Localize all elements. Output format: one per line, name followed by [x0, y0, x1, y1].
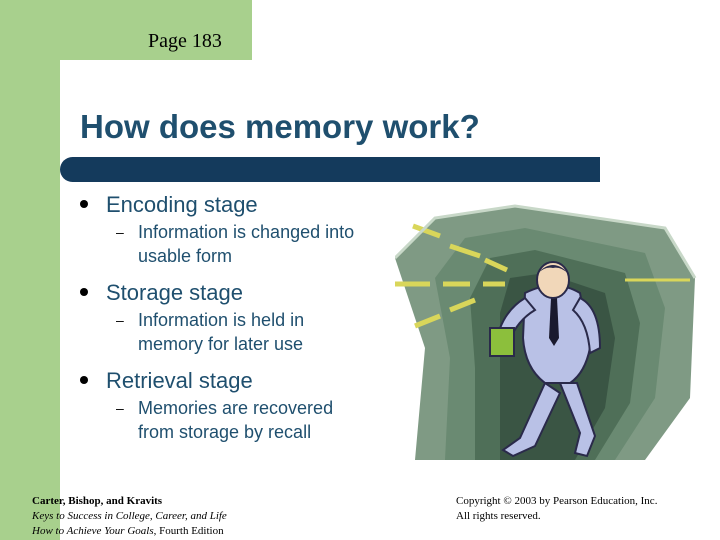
rights-text: All rights reserved. [456, 510, 541, 522]
bullet-item: Retrieval stage [80, 366, 410, 396]
sub-bullet-text: Information is held in memory for later … [138, 310, 305, 354]
bullet-item: Encoding stage [80, 190, 410, 220]
footer-authors: Carter, Bishop, and Kravits [32, 495, 163, 507]
footer-copyright: Copyright © 2003 by Pearson Education, I… [456, 494, 657, 524]
bullet-label: Retrieval stage [106, 368, 253, 393]
dash-icon: – [116, 400, 124, 416]
footer-edition: , Fourth Edition [153, 525, 224, 537]
page-label: Page 183 [148, 30, 222, 52]
footer-edition-line: How to Achieve Your Goals, Fourth Editio… [32, 524, 227, 539]
footer-book-title: Keys to Success in College, Career, and … [32, 510, 227, 522]
dash-icon: – [116, 224, 124, 240]
bullet-icon [80, 376, 88, 384]
slide-title: How does memory work? [80, 108, 480, 145]
green-side-band [0, 0, 60, 540]
businessman-falling-clipart-icon [395, 204, 697, 460]
copyright-text: Copyright © 2003 by Pearson Education, I… [456, 495, 658, 507]
dash-icon: – [116, 312, 124, 328]
sub-bullet-item: – Information is changed into usable for… [80, 220, 410, 268]
bullet-label: Storage stage [106, 280, 243, 305]
bullet-list: Encoding stage – Information is changed … [80, 190, 410, 454]
bullet-icon [80, 288, 88, 296]
footer-book-subtitle: How to Achieve Your Goals [32, 525, 154, 537]
footer-citation: Carter, Bishop, and Kravits Keys to Succ… [32, 494, 227, 539]
sub-bullet-item: – Information is held in memory for late… [80, 308, 410, 356]
bullet-label: Encoding stage [106, 192, 258, 217]
sub-bullet-item: – Memories are recovered from storage by… [80, 396, 410, 444]
title-underline-bar [60, 157, 600, 182]
green-top-band [0, 0, 252, 60]
sub-bullet-text: Memories are recovered from storage by r… [138, 398, 334, 442]
sub-bullet-text: Information is changed into usable form [138, 222, 355, 266]
frame-corner [60, 60, 84, 84]
bullet-icon [80, 200, 88, 208]
bullet-item: Storage stage [80, 278, 410, 308]
